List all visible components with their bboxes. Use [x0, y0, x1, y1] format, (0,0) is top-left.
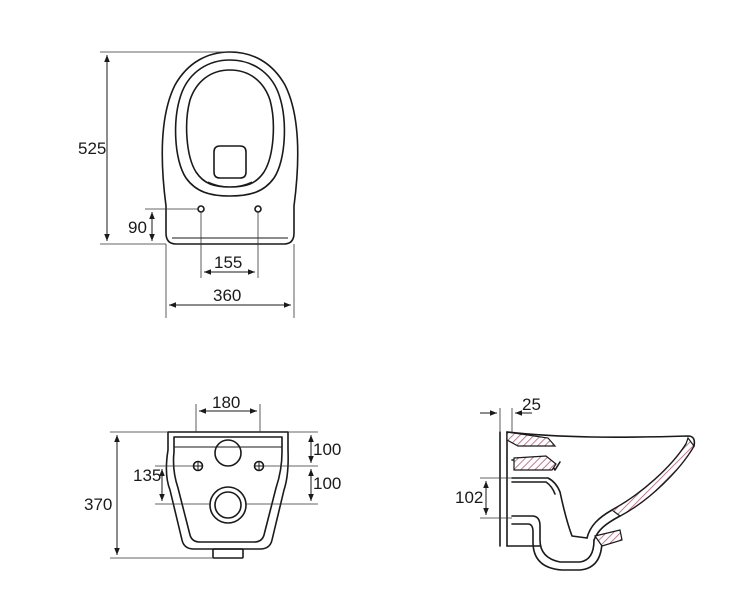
side-view: 25 102	[455, 395, 696, 571]
dim-left-offset-label: 135	[133, 466, 161, 485]
back-hole-right	[253, 460, 265, 472]
water-inlet	[214, 439, 242, 467]
dim-upper-right-label: 100	[313, 440, 341, 459]
trap-section	[511, 515, 595, 563]
fixing-hole-left	[197, 205, 205, 213]
outlet-opening	[213, 145, 247, 179]
dim-inlet-height-label: 102	[455, 488, 483, 507]
drain-outlet	[209, 486, 247, 524]
outlet-spigot	[212, 548, 244, 559]
dim-hole-offset-label: 90	[128, 218, 147, 237]
dim-hole-spacing-label: 155	[214, 253, 242, 272]
dim-total-height-label: 370	[84, 495, 112, 514]
dim-wall-thickness-label: 25	[522, 395, 541, 414]
fixing-hole-right	[254, 205, 262, 213]
dim-height-label: 525	[78, 139, 106, 158]
bowl-outline	[161, 51, 299, 245]
back-body-outline	[165, 431, 289, 550]
back-view: 180 370 135 100 100	[84, 393, 341, 559]
dim-lower-right-label: 100	[313, 474, 341, 493]
dim-top-spacing-label: 180	[212, 393, 240, 412]
dim-width-label: 360	[213, 286, 241, 305]
top-view: 525 90 155 360	[78, 51, 299, 318]
back-hole-left	[192, 460, 204, 472]
rim-section	[506, 431, 557, 447]
bowl-rim	[174, 59, 286, 197]
